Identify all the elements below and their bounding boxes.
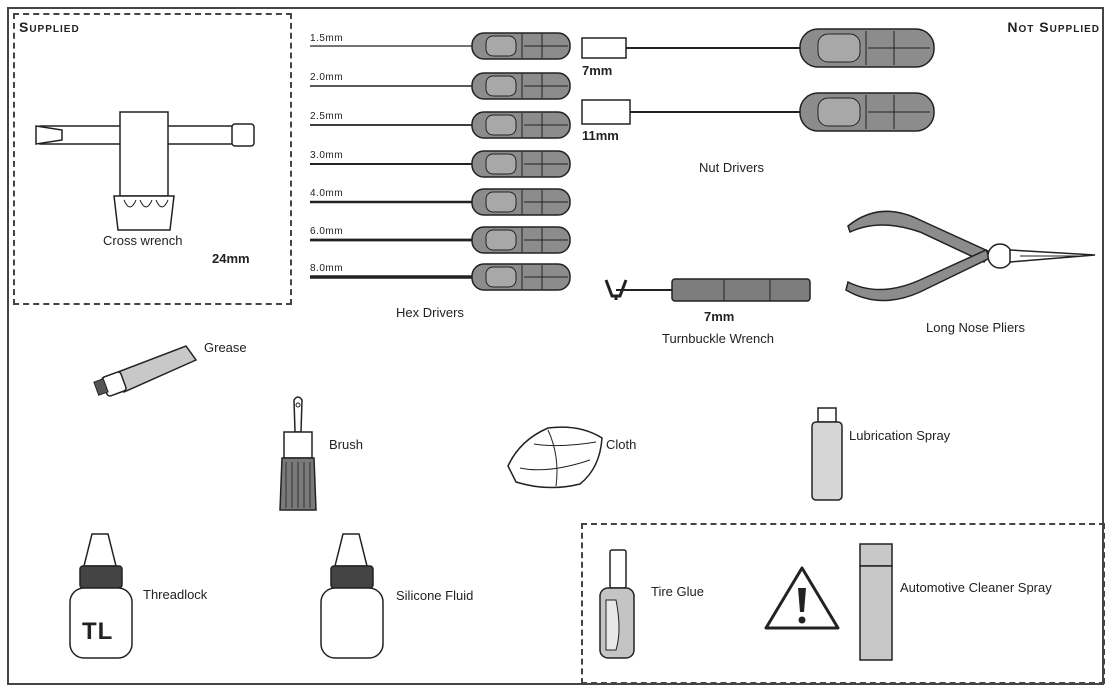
grease-label: Grease xyxy=(204,340,247,355)
brush-label: Brush xyxy=(329,437,363,452)
cross-wrench-icon xyxy=(35,111,255,231)
turnbuckle-wrench-label: Turnbuckle Wrench xyxy=(662,331,774,346)
threadlock-bottle-text: TL xyxy=(82,618,114,645)
hex-size-label: 2.5mm xyxy=(310,111,344,122)
hex-size-label: 4.0mm xyxy=(310,188,344,199)
lubrication-spray-label: Lubrication Spray xyxy=(849,428,951,443)
turnbuckle-wrench-icon xyxy=(604,278,811,302)
tire-glue-cleaner-box xyxy=(581,523,1105,684)
warning-icon xyxy=(764,566,840,630)
threadlock-bottle-icon xyxy=(69,533,133,659)
diagram-frame xyxy=(7,7,1104,685)
tire-glue-bottle-icon xyxy=(599,549,635,659)
tire-glue-label: Tire Glue xyxy=(651,584,704,599)
silicone-fluid-label: Silicone Fluid xyxy=(396,588,474,603)
silicone-fluid-bottle-icon xyxy=(320,533,384,659)
pliers-icon xyxy=(845,210,1096,302)
cloth-label: Cloth xyxy=(606,437,637,452)
supplied-title: Supplied xyxy=(19,19,80,35)
hex-drivers-label: Hex Drivers xyxy=(396,305,464,320)
cross-wrench-size: 24mm xyxy=(212,251,250,266)
grease-tube-icon xyxy=(93,345,198,397)
cleaner-spray-icon xyxy=(859,543,893,661)
nut-driver-size-label: 11mm xyxy=(582,128,619,143)
threadlock-label: Threadlock xyxy=(143,587,208,602)
supplied-box xyxy=(13,13,292,305)
hex-size-label: 6.0mm xyxy=(310,226,344,237)
lubrication-spray-icon xyxy=(811,407,843,501)
hex-drivers-icon xyxy=(310,32,571,291)
cross-wrench-label: Cross wrench xyxy=(103,233,183,248)
turnbuckle-size: 7mm xyxy=(704,309,735,324)
brush-icon xyxy=(279,396,317,511)
nut-drivers-icon xyxy=(581,28,935,132)
nut-drivers-label: Nut Drivers xyxy=(699,160,765,175)
hex-size-label: 2.0mm xyxy=(310,72,344,83)
not-supplied-title: Not Supplied xyxy=(1007,19,1100,35)
cloth-icon xyxy=(507,426,603,489)
cleaner-spray-label: Automotive Cleaner Spray xyxy=(900,580,1052,595)
nut-driver-size-label: 7mm xyxy=(582,63,613,78)
hex-size-label: 3.0mm xyxy=(310,150,344,161)
hex-size-label: 8.0mm xyxy=(310,263,344,274)
hex-size-label: 1.5mm xyxy=(310,33,344,44)
pliers-label: Long Nose Pliers xyxy=(926,320,1025,335)
